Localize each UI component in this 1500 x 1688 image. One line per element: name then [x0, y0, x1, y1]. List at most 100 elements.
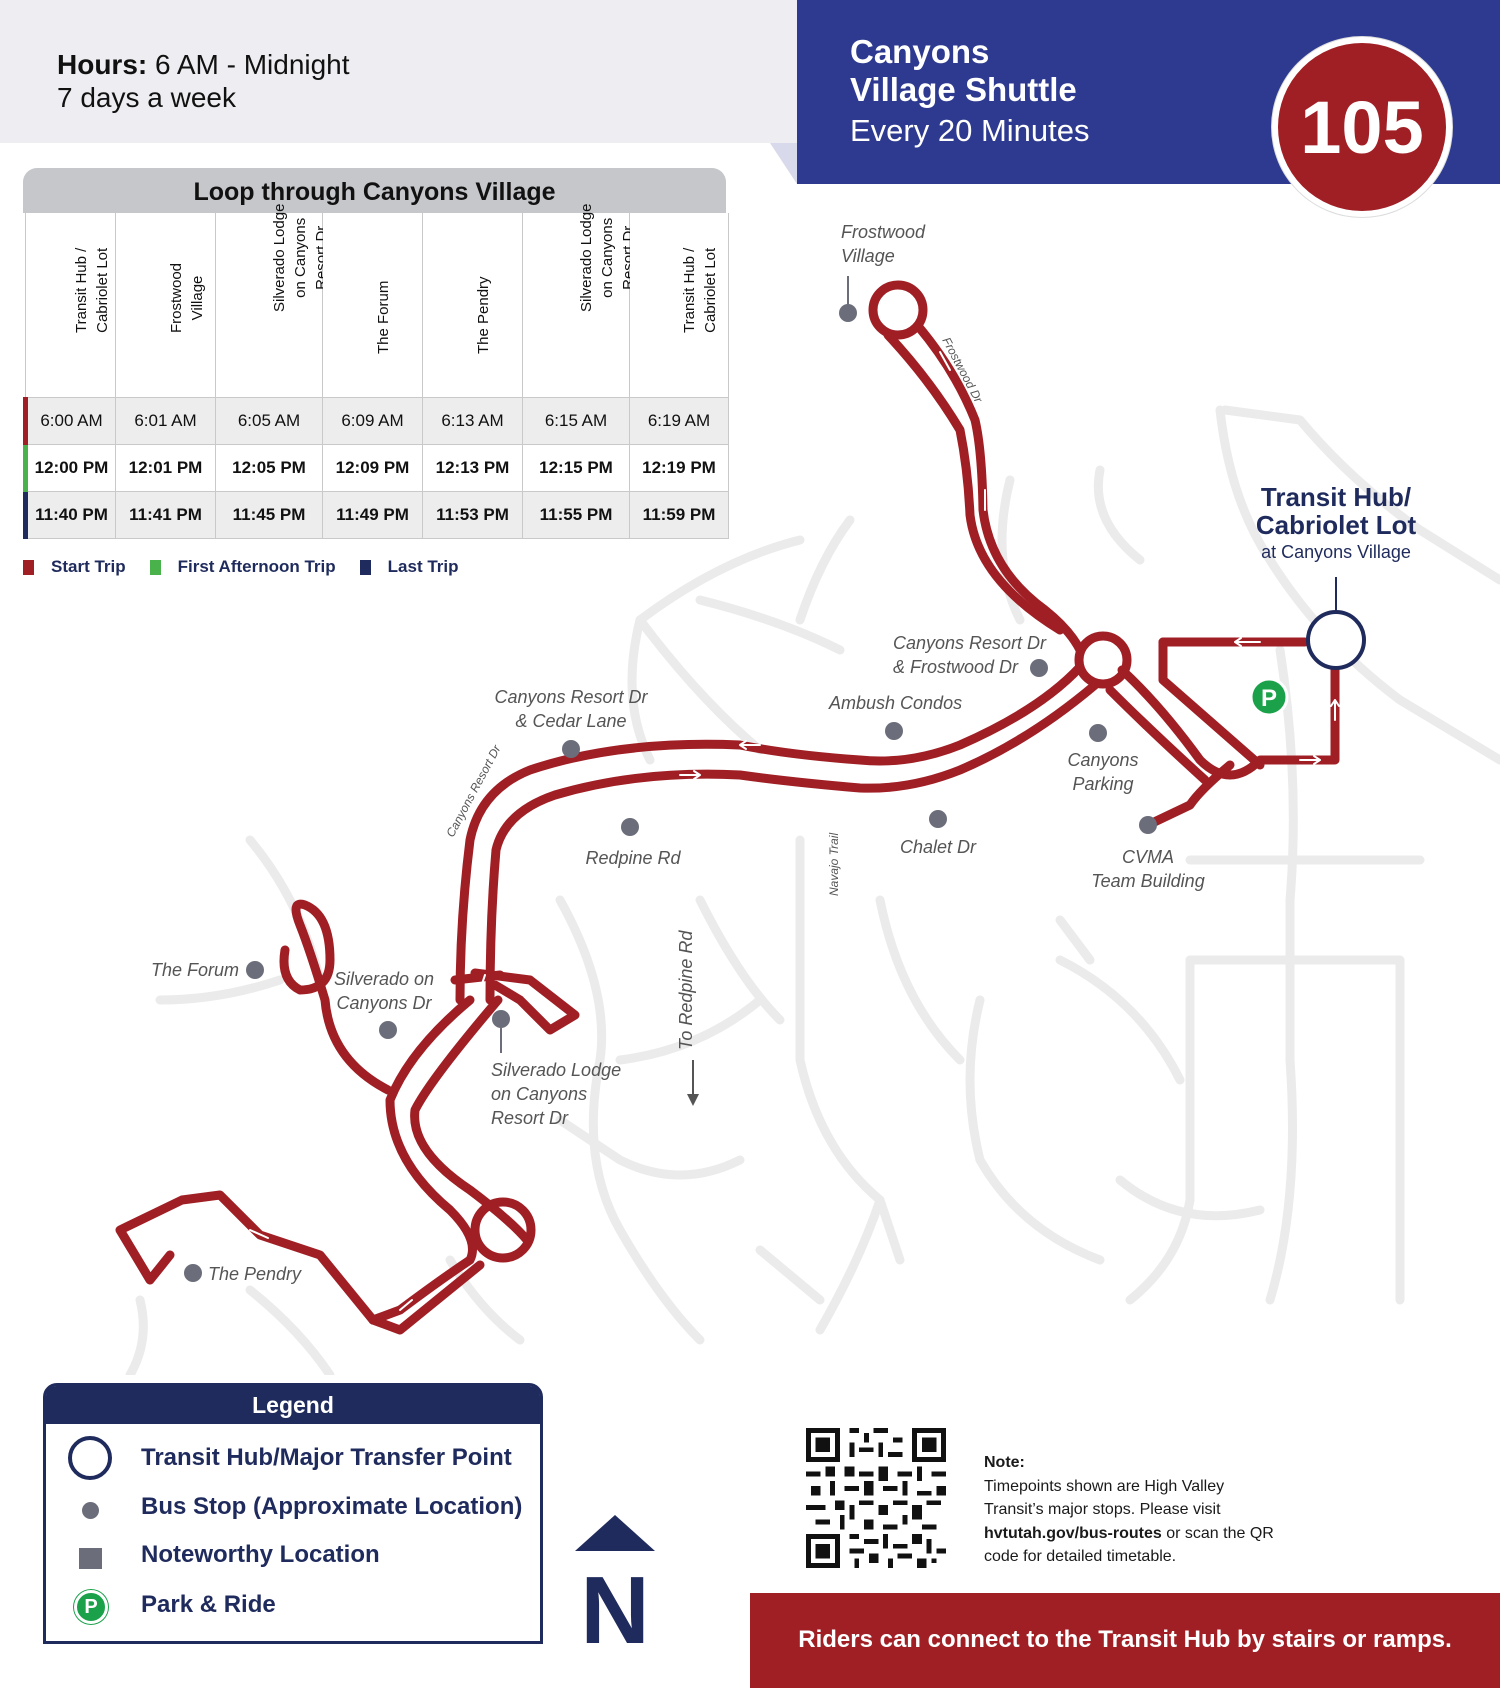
stop-label-canyons-cedar: Canyons Resort Dr& Cedar Lane: [494, 687, 648, 731]
bus-stop-dot-icon: [1139, 816, 1157, 834]
timetable-row: 12:00 PM 12:01 PM 12:05 PM 12:09 PM 12:1…: [23, 444, 729, 492]
bus-stop-dot-icon: [562, 740, 580, 758]
note-text-2: or scan the QR code for detailed timetab…: [984, 1524, 1274, 1566]
bus-stop-dot-icon: [1089, 724, 1107, 742]
time-cell: 11:53 PM: [422, 491, 523, 539]
time-cell: 12:00 PM: [23, 444, 116, 492]
last-trip-swatch-icon: [359, 559, 371, 575]
time-cell: 6:09 AM: [322, 397, 423, 445]
route-number-badge: 105: [1272, 37, 1452, 217]
route-direction-arrows: [249, 351, 1340, 1311]
time-cell: 6:13 AM: [422, 397, 523, 445]
legend-item-noteworthy: Noteworthy Location: [141, 1541, 380, 1568]
timetable-column-header: Silverado Lodge on Canyons Resort Dr: [215, 204, 330, 398]
bus-stops: [184, 276, 1157, 1282]
hub-subtitle: at Canyons Village: [1261, 542, 1411, 562]
banner-notch: [770, 143, 797, 184]
route-title-line-1: Canyons: [850, 33, 990, 70]
timetable-header-row: Transit Hub / Cabriolet Lot Frostwood Vi…: [25, 204, 729, 398]
time-cell: 6:00 AM: [23, 397, 116, 445]
north-letter: N: [580, 1557, 649, 1645]
time-cell: 6:01 AM: [115, 397, 216, 445]
timetable-title: Loop through Canyons Village: [23, 168, 726, 213]
time-cell: 6:19 AM: [629, 397, 729, 445]
bus-stop-dot-icon: [839, 304, 857, 322]
afternoon-trip-swatch-icon: [149, 559, 161, 575]
svg-text:P: P: [1261, 685, 1277, 712]
route-frequency: Every 20 Minutes: [850, 113, 1090, 148]
timetable-column-header: Frostwood Village: [115, 213, 216, 398]
time-cell: 6:15 AM: [522, 397, 630, 445]
route-title: Canyons Village Shuttle: [850, 33, 1077, 109]
service-days: 7 days a week: [57, 82, 236, 113]
park-ride-icon: P: [1249, 677, 1289, 717]
hours-panel: [0, 0, 797, 143]
note-text-1: Timepoints shown are High Valley Transit…: [984, 1477, 1225, 1519]
timetable-note: Note: Timepoints shown are High Valley T…: [984, 1451, 1284, 1569]
note-title: Note:: [984, 1454, 1025, 1471]
hours-value: 6 AM - Midnight: [147, 49, 350, 80]
time-cell: 12:15 PM: [522, 444, 630, 492]
route-title-line-2: Village Shuttle: [850, 71, 1077, 108]
trip-legend-last: Last Trip: [359, 557, 459, 577]
bus-routes-link[interactable]: hvtutah.gov/bus-routes: [984, 1524, 1162, 1542]
time-cell: 12:05 PM: [215, 444, 323, 492]
hub-circle-icon: [1306, 610, 1366, 670]
timetable-column-header: Transit Hub / Cabriolet Lot: [25, 213, 116, 398]
route-105-line: [115, 280, 1340, 1335]
to-redpine-arrow-icon: [687, 1060, 699, 1106]
transit-hub: [1306, 577, 1366, 670]
to-redpine-rd-label: To Redpine Rd: [676, 930, 696, 1050]
bus-stop-dot-icon: [1030, 659, 1048, 677]
bus-stop-dot-icon: [184, 1264, 202, 1282]
time-cell: 11:40 PM: [23, 491, 116, 539]
timetable-row: 6:00 AM 6:01 AM 6:05 AM 6:09 AM 6:13 AM …: [23, 397, 729, 445]
hub-title-line-1: Transit Hub/: [1261, 482, 1411, 512]
timetable-grid: Transit Hub / Cabriolet Lot Frostwood Vi…: [23, 204, 729, 539]
timetable-column-header: Silverado Lodge on Canyons Resort Dr: [522, 204, 637, 398]
bus-stop-dot-icon: [885, 722, 903, 740]
accessibility-footer: Riders can connect to the Transit Hub by…: [750, 1593, 1500, 1688]
map-legend: Legend Transit Hub/Major Transfer Point …: [43, 1383, 543, 1644]
time-cell: 11:59 PM: [629, 491, 729, 539]
legend-item-park-ride: Park & Ride: [141, 1591, 276, 1618]
stop-label-redpine-rd: Redpine Rd: [585, 848, 681, 868]
bus-stop-dot-icon: [621, 818, 639, 836]
time-cell: 11:45 PM: [215, 491, 323, 539]
time-cell: 11:41 PM: [115, 491, 216, 539]
time-cell: 6:05 AM: [215, 397, 323, 445]
time-cell: 12:19 PM: [629, 444, 729, 492]
qr-code-icon[interactable]: [806, 1428, 946, 1568]
trip-legend: Start Trip First Afternoon Trip Last Tri…: [23, 557, 483, 577]
time-cell: 11:49 PM: [322, 491, 423, 539]
legend-item-bus-stop: Bus Stop (Approximate Location): [141, 1493, 523, 1520]
bus-stop-dot-icon: [379, 1021, 397, 1039]
hub-title-line-2: Cabriolet Lot: [1256, 510, 1417, 540]
time-cell: 12:01 PM: [115, 444, 216, 492]
bus-stop-dot-icon: [82, 1502, 99, 1519]
bus-stop-dot-icon: [246, 961, 264, 979]
north-arrow-icon: N: [575, 1515, 655, 1645]
timetable-row: 11:40 PM 11:41 PM 11:45 PM 11:49 PM 11:5…: [23, 491, 729, 539]
background-streets: [125, 405, 1500, 1375]
time-cell: 11:55 PM: [522, 491, 630, 539]
trip-legend-afternoon: First Afternoon Trip: [149, 557, 336, 577]
hub-circle-icon: [68, 1436, 112, 1480]
bus-stop-dot-icon: [929, 810, 947, 828]
trip-legend-start: Start Trip: [23, 557, 126, 577]
timetable-column-header: The Forum: [322, 213, 423, 398]
navajo-trail-label: Navajo Trail: [827, 833, 841, 896]
route-map: Frostwood Dr Canyons Resort Dr Navajo Tr…: [115, 222, 1500, 1375]
stop-label-canyons-frostwood: Canyons Resort Dr& Frostwood Dr: [893, 633, 1047, 677]
legend-title: Legend: [46, 1386, 540, 1424]
time-cell: 12:09 PM: [322, 444, 423, 492]
stop-label-chalet-dr: Chalet Dr: [900, 837, 977, 857]
bus-stop-dot-icon: [492, 1010, 510, 1028]
stop-label-ambush-condos: Ambush Condos: [828, 693, 962, 713]
service-hours: Hours: 6 AM - Midnight 7 days a week: [57, 48, 350, 114]
